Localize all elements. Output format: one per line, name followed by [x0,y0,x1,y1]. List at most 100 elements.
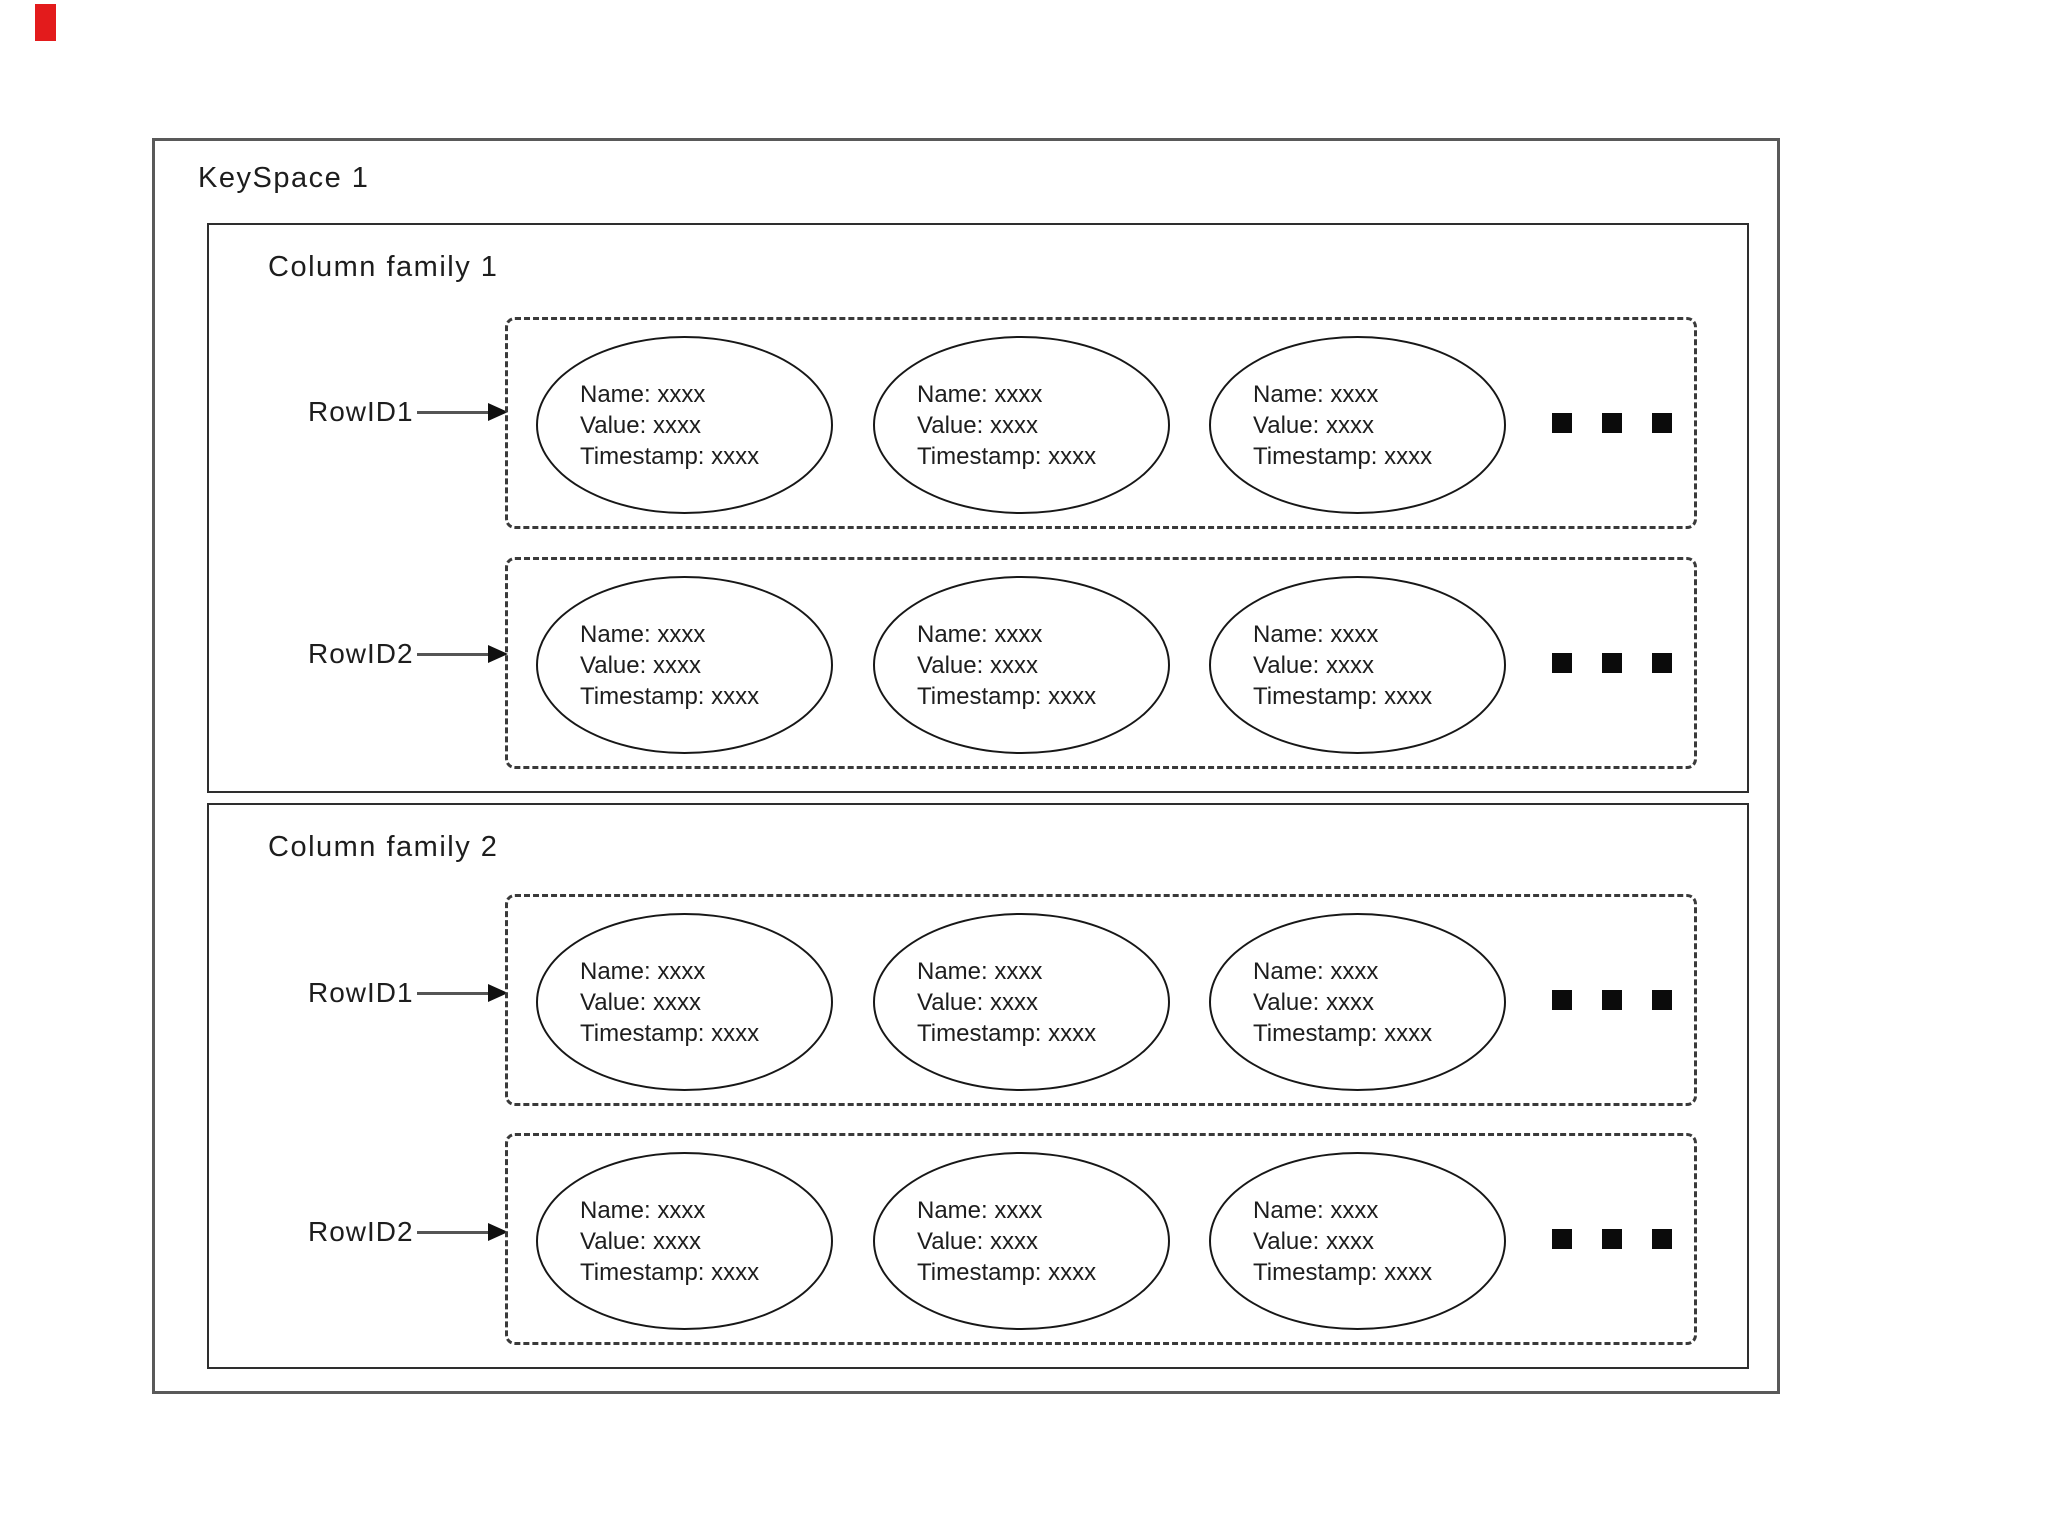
row-label: RowID1 [308,977,414,1008]
cell-text: Name: xxxx Value: xxxx Timestamp: xxxx [1211,1154,1504,1328]
column-cell: Name: xxxx Value: xxxx Timestamp: xxxx [536,576,833,754]
cell-timestamp-line: Timestamp: xxxx [1253,1019,1433,1047]
cell-timestamp-line: Timestamp: xxxx [917,682,1097,710]
row-container: Name: xxxx Value: xxxx Timestamp: xxxx N… [505,894,1697,1106]
cell-timestamp-line: Timestamp: xxxx [917,1258,1097,1286]
cell-name-line: Name: xxxx [580,1196,706,1224]
cell-name-line: Name: xxxx [1253,620,1379,648]
cell-text: Name: xxxx Value: xxxx Timestamp: xxxx [538,338,831,512]
ellipsis-square [1652,653,1672,673]
column-cell: Name: xxxx Value: xxxx Timestamp: xxxx [873,336,1170,514]
arrow-shaft [416,991,488,995]
ellipsis-square [1602,413,1622,433]
row-pointer-rowid2: RowID2 [308,637,508,671]
ellipsis-square [1552,413,1572,433]
row-pointer-rowid2: RowID2 [308,1215,508,1249]
cell-value-line: Value: xxxx [917,988,1038,1016]
ellipsis-icon [1552,990,1672,1010]
cell-value-line: Value: xxxx [1253,1227,1374,1255]
cell-timestamp-line: Timestamp: xxxx [580,1258,760,1286]
cell-text: Name: xxxx Value: xxxx Timestamp: xxxx [538,1154,831,1328]
cell-timestamp-line: Timestamp: xxxx [917,442,1097,470]
column-family-1-label: Column family 1 [268,251,499,283]
ellipsis-icon [1552,413,1672,433]
row-container: Name: xxxx Value: xxxx Timestamp: xxxx N… [505,1133,1697,1345]
cell-name-line: Name: xxxx [1253,1196,1379,1224]
arrow-shaft [416,410,488,414]
row-container: Name: xxxx Value: xxxx Timestamp: xxxx N… [505,557,1697,769]
cell-name-line: Name: xxxx [1253,380,1379,408]
ellipsis-icon [1552,653,1672,673]
cell-name-line: Name: xxxx [917,620,1043,648]
cell-name-line: Name: xxxx [917,1196,1043,1224]
ellipsis-square [1652,990,1672,1010]
cell-timestamp-line: Timestamp: xxxx [1253,442,1433,470]
cell-value-line: Value: xxxx [580,1227,701,1255]
cell-timestamp-line: Timestamp: xxxx [580,682,760,710]
ellipsis-square [1552,990,1572,1010]
cell-value-line: Value: xxxx [1253,651,1374,679]
cell-text: Name: xxxx Value: xxxx Timestamp: xxxx [538,578,831,752]
row-container: Name: xxxx Value: xxxx Timestamp: xxxx N… [505,317,1697,529]
cell-text: Name: xxxx Value: xxxx Timestamp: xxxx [875,578,1168,752]
cell-name-line: Name: xxxx [917,380,1043,408]
column-cell: Name: xxxx Value: xxxx Timestamp: xxxx [1209,913,1506,1091]
arrow-right-icon [488,403,508,421]
cell-value-line: Value: xxxx [917,651,1038,679]
cell-value-line: Value: xxxx [917,411,1038,439]
ellipsis-square [1652,1229,1672,1249]
ellipsis-square [1602,1229,1622,1249]
cell-text: Name: xxxx Value: xxxx Timestamp: xxxx [875,915,1168,1089]
row-pointer-rowid1: RowID1 [308,395,508,429]
column-cell: Name: xxxx Value: xxxx Timestamp: xxxx [1209,336,1506,514]
ellipsis-square [1552,653,1572,673]
arrow-shaft [416,1230,488,1234]
column-family-2-box: Column family 2 RowID1 Name: xxxx Value:… [207,803,1749,1369]
cell-timestamp-line: Timestamp: xxxx [1253,682,1433,710]
column-cell: Name: xxxx Value: xxxx Timestamp: xxxx [536,913,833,1091]
cell-timestamp-line: Timestamp: xxxx [580,442,760,470]
cell-timestamp-line: Timestamp: xxxx [917,1019,1097,1047]
cell-name-line: Name: xxxx [917,957,1043,985]
ellipsis-square [1602,653,1622,673]
column-cell: Name: xxxx Value: xxxx Timestamp: xxxx [1209,576,1506,754]
cell-timestamp-line: Timestamp: xxxx [1253,1258,1433,1286]
cell-value-line: Value: xxxx [580,411,701,439]
cell-name-line: Name: xxxx [580,957,706,985]
cell-text: Name: xxxx Value: xxxx Timestamp: xxxx [1211,338,1504,512]
keyspace-label: KeySpace 1 [198,162,370,194]
column-cell: Name: xxxx Value: xxxx Timestamp: xxxx [873,576,1170,754]
row-label: RowID2 [308,1216,414,1247]
column-family-1-box: Column family 1 RowID1 Name: xxxx Value:… [207,223,1749,793]
ellipsis-square [1652,413,1672,433]
cell-name-line: Name: xxxx [1253,957,1379,985]
arrow-right-icon [488,645,508,663]
row-pointer-rowid1: RowID1 [308,976,508,1010]
arrow-right-icon [488,984,508,1002]
cell-name-line: Name: xxxx [580,380,706,408]
cell-value-line: Value: xxxx [580,988,701,1016]
cell-value-line: Value: xxxx [917,1227,1038,1255]
cell-text: Name: xxxx Value: xxxx Timestamp: xxxx [875,338,1168,512]
column-family-2-label: Column family 2 [268,831,499,863]
ellipsis-square [1552,1229,1572,1249]
cell-name-line: Name: xxxx [580,620,706,648]
cell-value-line: Value: xxxx [1253,988,1374,1016]
cell-timestamp-line: Timestamp: xxxx [580,1019,760,1047]
row-label: RowID2 [308,638,414,669]
cell-value-line: Value: xxxx [1253,411,1374,439]
cell-text: Name: xxxx Value: xxxx Timestamp: xxxx [1211,578,1504,752]
row-label: RowID1 [308,396,414,427]
cell-text: Name: xxxx Value: xxxx Timestamp: xxxx [1211,915,1504,1089]
ellipsis-icon [1552,1229,1672,1249]
column-cell: Name: xxxx Value: xxxx Timestamp: xxxx [873,1152,1170,1330]
ellipsis-square [1602,990,1622,1010]
arrow-right-icon [488,1223,508,1241]
cell-text: Name: xxxx Value: xxxx Timestamp: xxxx [538,915,831,1089]
keyspace-box: KeySpace 1 Column family 1 RowID1 Name: … [152,138,1780,1394]
cell-text: Name: xxxx Value: xxxx Timestamp: xxxx [875,1154,1168,1328]
red-marker-artifact [35,4,56,41]
cell-value-line: Value: xxxx [580,651,701,679]
column-cell: Name: xxxx Value: xxxx Timestamp: xxxx [536,336,833,514]
